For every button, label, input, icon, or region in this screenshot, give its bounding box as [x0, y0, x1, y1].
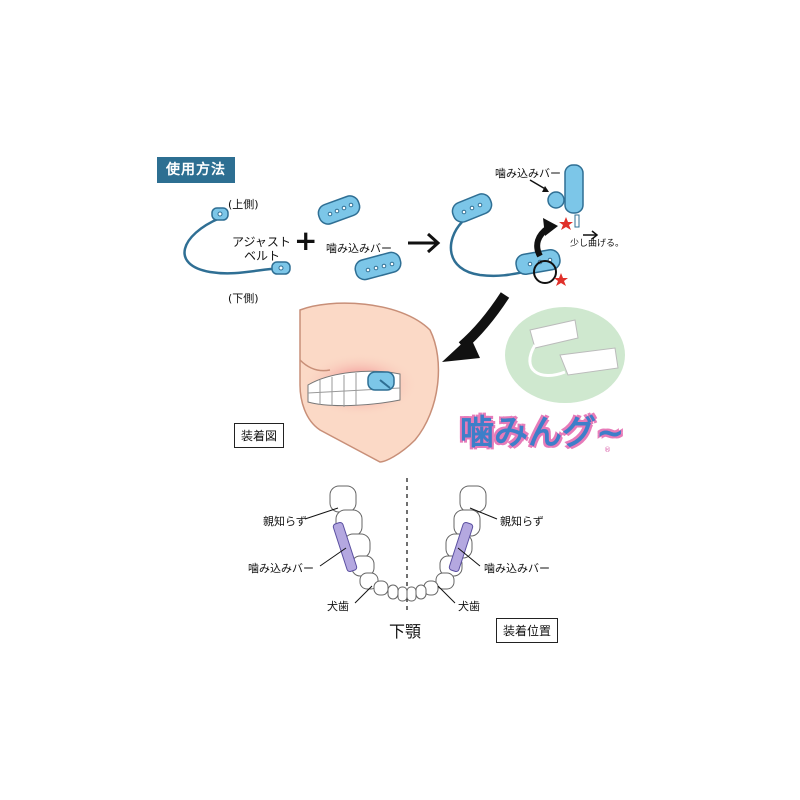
mouth-caption: 装着図 [234, 423, 285, 448]
jaw-title: 下顎 [389, 622, 422, 641]
bite-bar-detail [529, 164, 599, 240]
curved-arrow-icon [534, 218, 558, 258]
bite-bar-label-detail: 噛み込みバー [495, 167, 561, 180]
belt-bottom-label: (下側) [228, 292, 259, 305]
adjust-belt [183, 207, 291, 275]
bite-bar-top [317, 195, 361, 225]
left-wisdom-label: 親知らず [263, 515, 307, 528]
right-bar-label: 噛み込みバー [484, 562, 550, 575]
belt-label-line2: ベルト [244, 249, 281, 263]
star-icon [554, 217, 573, 286]
product-logo: 噛みんグ~ [459, 412, 625, 454]
belt-label-line1: アジャスト [232, 235, 291, 249]
arrow-right-icon [408, 232, 441, 254]
section-title: 使用方法 [157, 157, 235, 183]
bend-label: 少し曲げる。 [570, 239, 625, 249]
registered-mark: ® [604, 446, 611, 454]
bite-bar-label: 噛み込みバー [326, 242, 392, 255]
jaw-diagram [304, 478, 498, 610]
belt-top-label: (上側) [228, 198, 259, 211]
right-canine-label: 犬歯 [458, 600, 480, 613]
assembled-device [449, 193, 561, 284]
left-bar-label: 噛み込みバー [248, 562, 314, 575]
bite-bar-bottom [354, 251, 402, 281]
big-curved-arrow-icon [442, 292, 510, 362]
plus-sign: + [294, 224, 318, 257]
product-photo [505, 307, 625, 403]
jaw-caption: 装着位置 [496, 618, 559, 643]
left-canine-label: 犬歯 [327, 600, 349, 613]
right-wisdom-label: 親知らず [500, 515, 544, 528]
mouth-illustration [299, 302, 440, 463]
